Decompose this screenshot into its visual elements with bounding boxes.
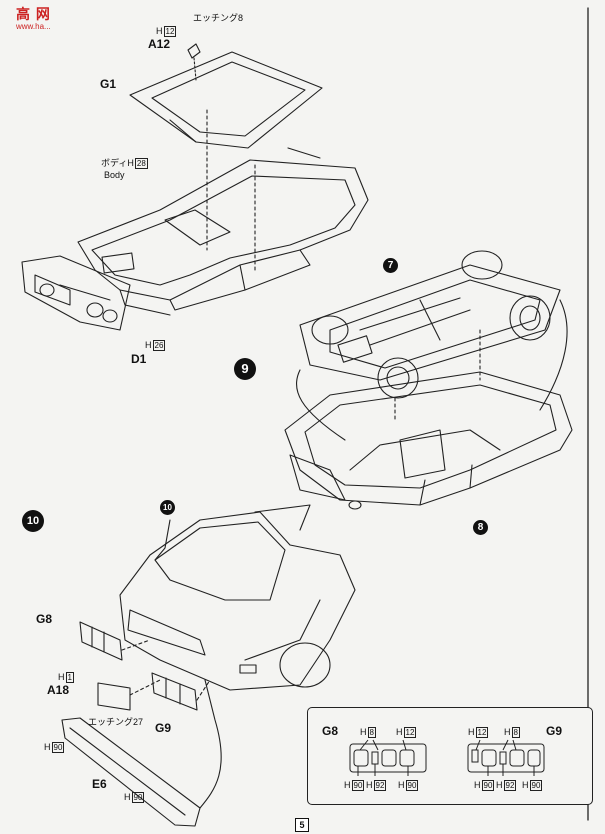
- step-9-marker: 9: [234, 358, 256, 380]
- part-chassis-assembly: [299, 250, 561, 399]
- label-d1: D1: [131, 352, 147, 366]
- page-number: 5: [295, 818, 309, 832]
- label-g8: G8: [36, 612, 53, 626]
- part-g1-window: [129, 51, 323, 149]
- label-g1: G1: [100, 77, 117, 91]
- g8-light-outline: [349, 743, 427, 773]
- label-g9: G9: [155, 721, 172, 735]
- label-body-en: Body: [104, 170, 125, 180]
- inset-label-g8: G8: [322, 724, 339, 738]
- part-e6-bumper: [61, 679, 222, 827]
- label-e6: E6: [92, 777, 107, 791]
- inset-drawings: [349, 739, 545, 776]
- label-etching-8: エッチング8: [193, 13, 244, 23]
- label-a18: A18: [47, 683, 70, 697]
- part-g8-taillight: [79, 621, 151, 661]
- sub-7-marker: 7: [383, 258, 398, 273]
- part-d1-bumper: [21, 255, 131, 331]
- part-body-upside-down: [284, 371, 573, 510]
- inset-label-g9: G9: [546, 724, 563, 738]
- label-etching-27: エッチング27: [88, 717, 144, 727]
- sub-10-marker: 10: [160, 500, 175, 515]
- step-10-marker: 10: [22, 510, 44, 532]
- sub-8-marker: 8: [473, 520, 488, 535]
- part-a18-plate: [97, 679, 161, 711]
- part-body-rear: [119, 504, 356, 691]
- logo-url: www.ha...: [16, 22, 51, 31]
- label-a12: A12: [148, 37, 171, 51]
- part-a12-wiper: [187, 43, 201, 81]
- logo-text: 高 网: [16, 6, 51, 22]
- part-g9-taillight: [151, 672, 211, 711]
- watermark-logo: 高 网 www.ha...: [4, 2, 76, 36]
